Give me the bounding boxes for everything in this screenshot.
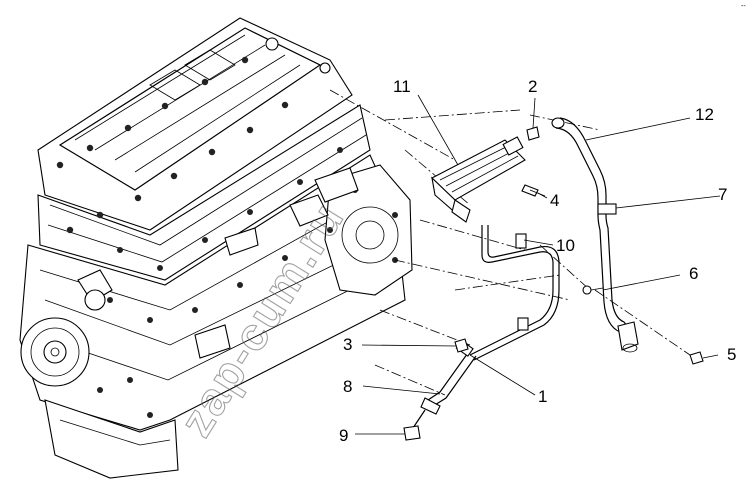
callout-11: 11 — [393, 77, 411, 96]
corner-mark: -- — [741, 3, 746, 10]
callout-4: 4 — [550, 191, 559, 210]
callout-6: 6 — [689, 264, 698, 283]
callout-numbers: 11 2 12 7 4 10 6 5 3 1 8 9 — [339, 77, 736, 445]
engine-block — [19, 17, 413, 479]
callout-3: 3 — [343, 335, 352, 354]
callout-2: 2 — [528, 77, 537, 96]
coolant-tube — [551, 117, 639, 353]
callout-9: 9 — [339, 426, 348, 445]
fastener-2 — [526, 126, 540, 141]
leader-lines — [355, 94, 721, 435]
callout-1: 1 — [538, 387, 547, 406]
callout-8: 8 — [343, 377, 352, 396]
callout-10: 10 — [556, 236, 575, 255]
callout-12: 12 — [695, 105, 714, 124]
fastener-6 — [582, 285, 604, 295]
fastener-4 — [521, 184, 546, 197]
assembly-centerlines — [329, 89, 691, 396]
return-pipe — [469, 225, 560, 361]
fastener-5 — [689, 351, 704, 365]
oil-cooler — [431, 136, 526, 223]
fastener-3 — [454, 338, 469, 353]
callout-7: 7 — [718, 185, 727, 204]
callout-5: 5 — [727, 345, 736, 364]
drain-hose — [403, 339, 477, 441]
